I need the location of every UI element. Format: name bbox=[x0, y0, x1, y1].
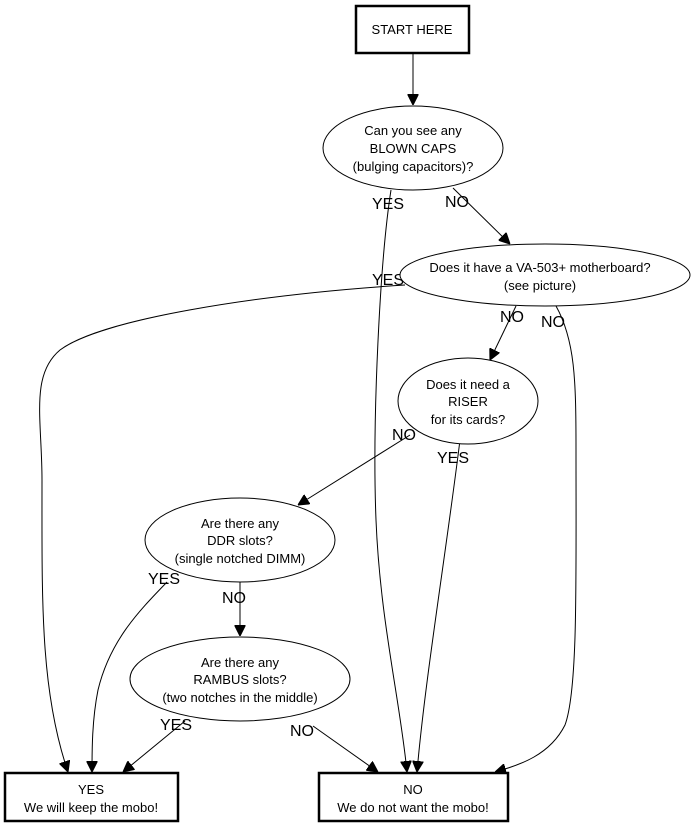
node-keep-line-0: YES bbox=[78, 782, 104, 797]
node-ddr-line-0: Are there any bbox=[201, 516, 280, 531]
node-va503: Does it have a VA-503+ motherboard? (see… bbox=[399, 243, 691, 307]
node-riser-line-1: RISER bbox=[448, 394, 488, 409]
node-keep-line-1: We will keep the mobo! bbox=[24, 800, 158, 815]
node-riser: Does it need a RISER for its cards? bbox=[397, 357, 539, 445]
edge-label-caps-yes: YES bbox=[372, 196, 404, 213]
edge-va503-yes-to-keep bbox=[39, 284, 406, 772]
node-rambus: Are there any RAMBUS slots? (two notches… bbox=[129, 636, 351, 722]
edges bbox=[39, 54, 577, 772]
edge-label-va503-yes: YES bbox=[372, 272, 404, 289]
edge-label-riser-no: NO bbox=[392, 427, 416, 444]
edge-rambus-no-to-reject bbox=[312, 725, 378, 772]
edge-caps-yes-to-reject bbox=[374, 189, 407, 772]
edge-label-va503-no-riser: NO bbox=[500, 309, 524, 326]
edge-ddr-yes-to-keep bbox=[92, 581, 168, 772]
edge-label-ddr-no: NO bbox=[222, 590, 246, 607]
node-rambus-line-0: Are there any bbox=[201, 655, 280, 670]
edge-label-rambus-yes: YES bbox=[160, 717, 192, 734]
edge-label-riser-yes: YES bbox=[437, 450, 469, 467]
node-keep-mobo: YES We will keep the mobo! bbox=[3, 771, 180, 823]
node-caps-line-2: (bulging capacitors)? bbox=[353, 159, 474, 174]
edge-riser-yes-to-reject bbox=[417, 439, 461, 772]
node-start-line-0: START HERE bbox=[372, 22, 453, 37]
node-reject-line-1: We do not want the mobo! bbox=[337, 800, 489, 815]
edge-va503-no-to-riser bbox=[490, 305, 517, 360]
edge-riser-no-to-ddr bbox=[298, 434, 411, 505]
node-reject-line-0: NO bbox=[403, 782, 423, 797]
edge-va503-no-to-reject bbox=[495, 305, 577, 772]
node-rambus-line-1: RAMBUS slots? bbox=[193, 672, 286, 687]
edge-label-ddr-yes: YES bbox=[148, 571, 180, 588]
node-rambus-line-2: (two notches in the middle) bbox=[162, 690, 317, 705]
node-riser-line-2: for its cards? bbox=[431, 412, 505, 427]
node-caps-line-1: BLOWN CAPS bbox=[370, 141, 457, 156]
node-blown-caps: Can you see any BLOWN CAPS (bulging capa… bbox=[322, 105, 504, 191]
node-va503-line-0: Does it have a VA-503+ motherboard? bbox=[429, 260, 650, 275]
node-va503-line-1: (see picture) bbox=[504, 278, 576, 293]
edge-label-va503-no-reject: NO bbox=[541, 314, 565, 331]
node-ddr-line-2: (single notched DIMM) bbox=[175, 551, 306, 566]
edge-rambus-yes-to-keep bbox=[123, 720, 186, 772]
node-ddr: Are there any DDR slots? (single notched… bbox=[144, 497, 336, 583]
node-reject-mobo: NO We do not want the mobo! bbox=[317, 771, 510, 823]
edge-caps-no-to-va503 bbox=[452, 187, 510, 244]
edge-labels: YES NO YES NO NO NO YES YES NO YES NO bbox=[148, 194, 565, 740]
node-start: START HERE bbox=[354, 4, 471, 55]
edge-label-rambus-no: NO bbox=[290, 723, 314, 740]
node-caps-line-0: Can you see any bbox=[364, 123, 462, 138]
node-ddr-line-1: DDR slots? bbox=[207, 533, 273, 548]
node-riser-line-0: Does it need a bbox=[426, 377, 511, 392]
edge-label-caps-no: NO bbox=[445, 194, 469, 211]
